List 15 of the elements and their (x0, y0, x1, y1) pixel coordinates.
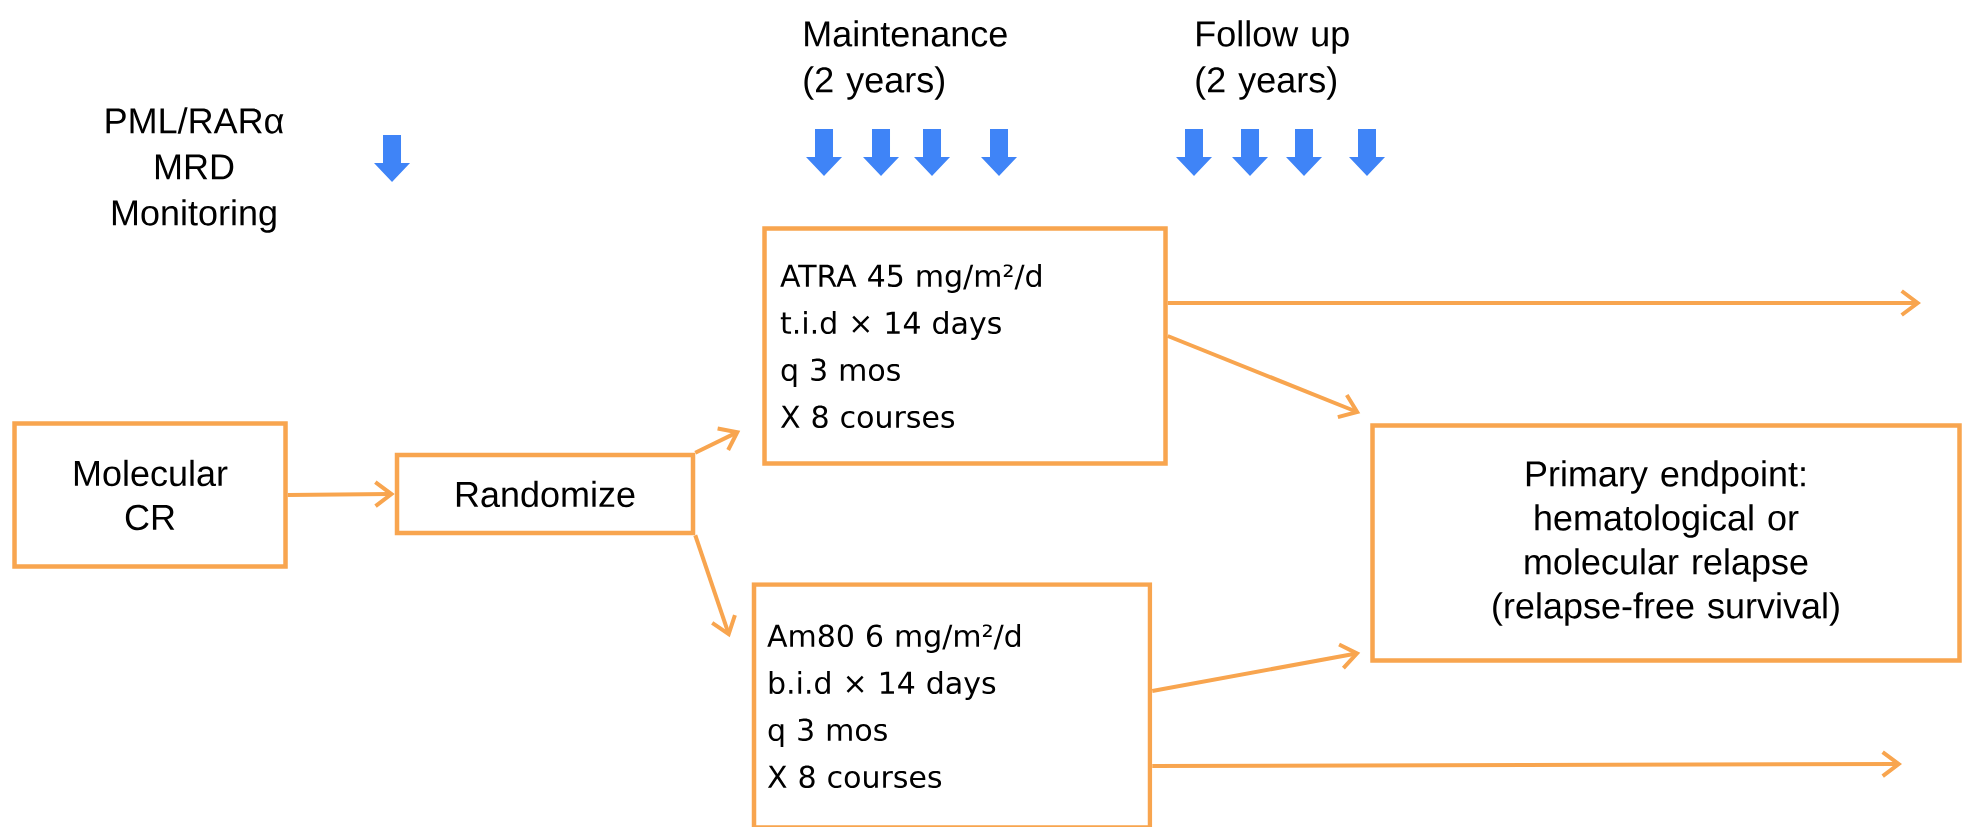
process-box: ATRA 45 mg/m²/d t.i.d × 14 days q 3 mos X 8 courses (762, 226, 1168, 466)
process-box: Randomize (394, 452, 696, 536)
annotation-text: Maintenance (2 years) (804, 20, 1007, 100)
arrow (1151, 642, 1361, 693)
process-box: Am80 6 mg/m²/d b.i.d × 14 days q 3 mos X 8 courses (751, 582, 1153, 827)
annotation-text: Follow up (2 years) (1196, 20, 1349, 100)
annotation-text: PML/RARα MRD Monitoring (106, 107, 284, 233)
arrow (1167, 334, 1361, 420)
arrow (1152, 750, 1902, 778)
arrow (1167, 289, 1921, 317)
arrow (287, 480, 395, 508)
arrow (694, 426, 741, 455)
process-box: Primary endpoint: hematological or molecular relapse (relapse-free survival) (1370, 423, 1962, 663)
process-box: Molecular CR (12, 421, 288, 569)
arrow (693, 534, 737, 638)
